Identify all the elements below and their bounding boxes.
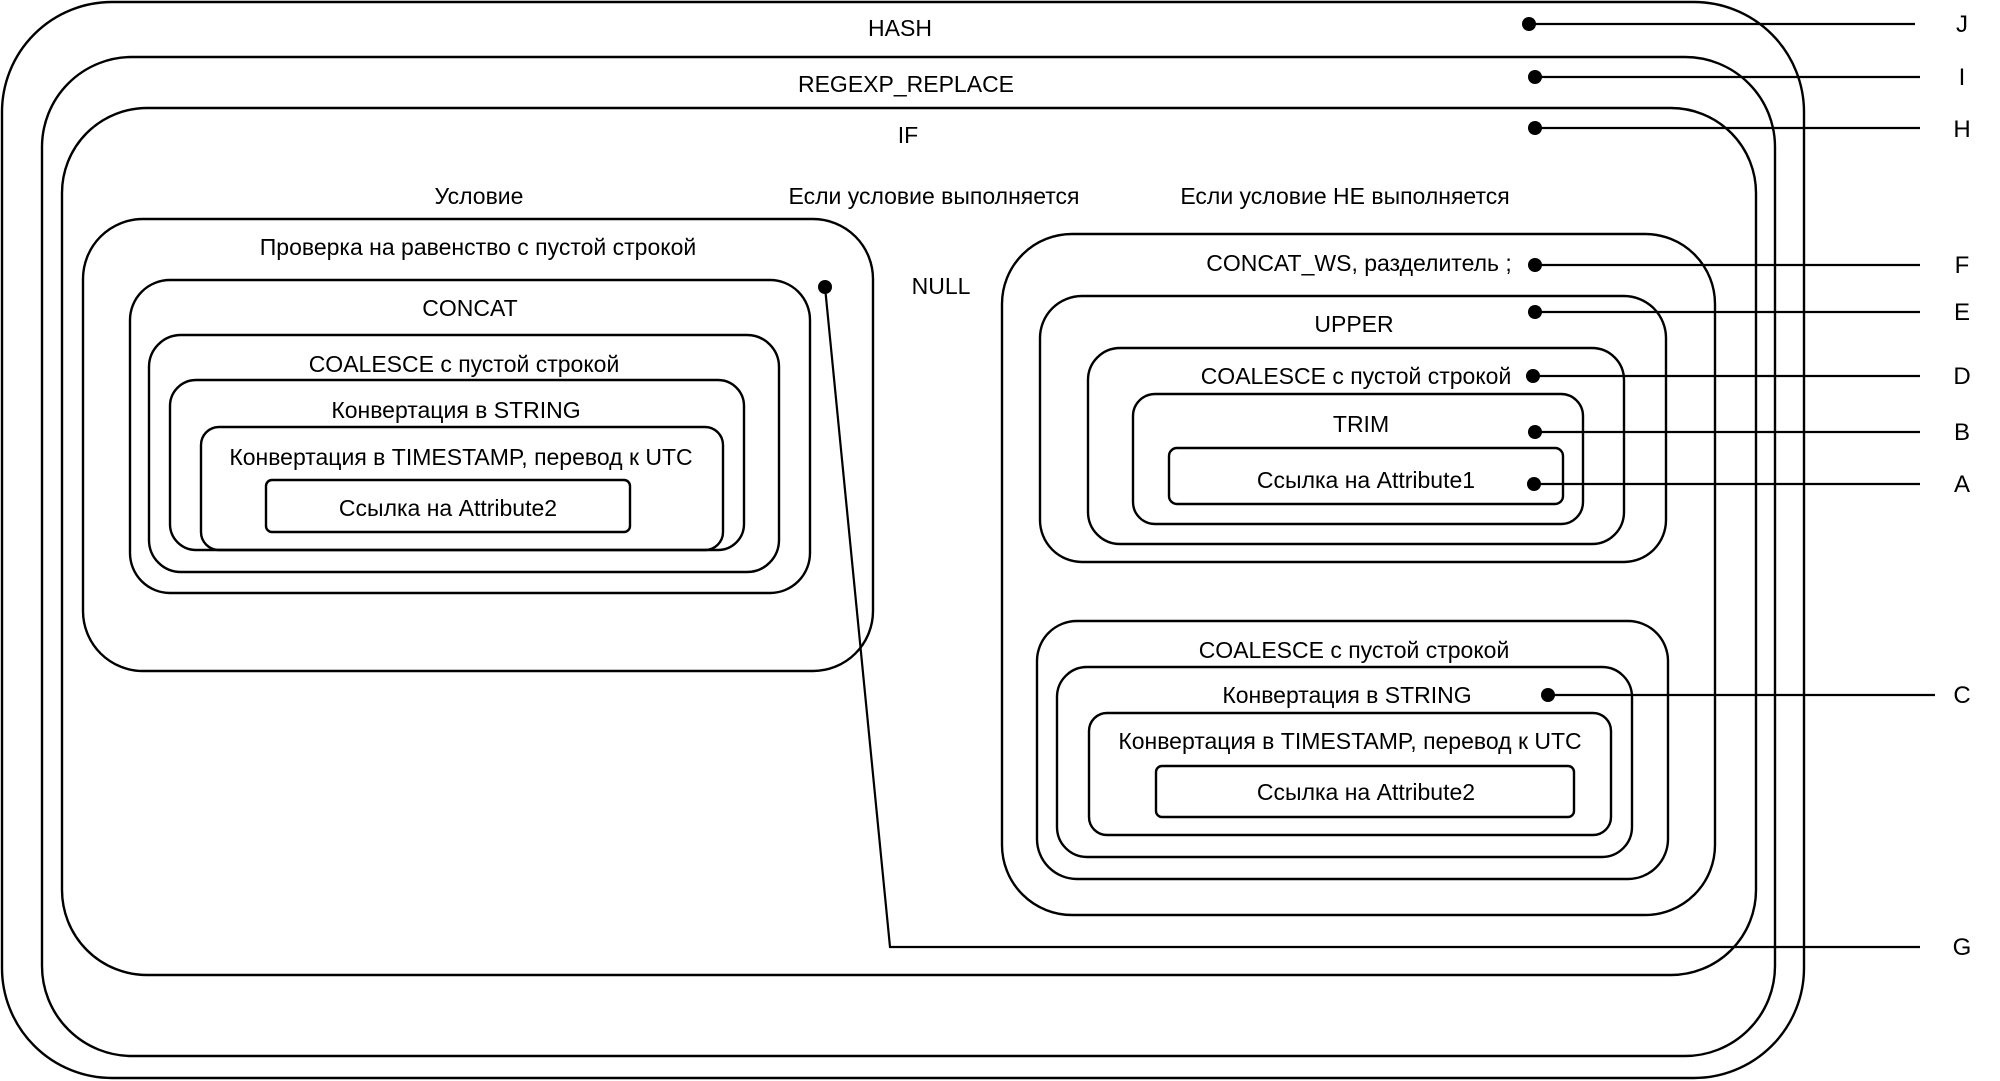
dot-I <box>1528 70 1542 84</box>
concat-ws-box <box>1000 232 1717 917</box>
label-concat: CONCAT <box>422 295 517 321</box>
coalesce-lower-box <box>1035 619 1670 881</box>
coalesce-upper-box <box>1086 346 1626 546</box>
callout-D: D <box>1953 363 1970 390</box>
label-condition-header: Условие <box>435 183 524 209</box>
label-hash: HASH <box>868 15 932 41</box>
callout-H: H <box>1953 116 1970 143</box>
attr2-left-box <box>264 478 632 534</box>
callout-C: C <box>1953 682 1970 709</box>
label-if: IF <box>898 122 918 148</box>
dot-B <box>1528 425 1542 439</box>
label-coalesce-lower: COALESCE с пустой строкой <box>1199 637 1510 663</box>
label-attr2-left: Ссылка на Attribute2 <box>339 495 557 521</box>
to-timestamp-left-box <box>199 425 725 552</box>
label-to-string-lower: Конвертация в STRING <box>1222 682 1471 708</box>
upper-box <box>1038 294 1668 564</box>
attr1-box <box>1167 446 1565 506</box>
label-regexp-replace: REGEXP_REPLACE <box>798 71 1014 97</box>
label-equality-check: Проверка на равенство с пустой строкой <box>260 234 696 260</box>
label-to-string-left: Конвертация в STRING <box>331 397 580 423</box>
coalesce-left-box <box>147 333 781 574</box>
label-attr1: Ссылка на Attribute1 <box>1257 467 1475 493</box>
callout-E: E <box>1954 299 1970 326</box>
callout-J: J <box>1956 11 1968 38</box>
equality-check-box <box>81 217 875 673</box>
dot-C <box>1541 688 1555 702</box>
attr2-lower-box <box>1154 764 1576 819</box>
label-then-header: Если условие выполняется <box>788 183 1079 209</box>
label-coalesce-left: COALESCE с пустой строкой <box>309 351 620 377</box>
label-coalesce-upper: COALESCE с пустой строкой <box>1201 363 1512 389</box>
label-to-timestamp-lower: Конвертация в TIMESTAMP, перевод к UTC <box>1118 728 1581 754</box>
dot-H <box>1528 121 1542 135</box>
to-timestamp-lower-box <box>1087 711 1613 837</box>
label-concat-ws: CONCAT_WS, разделитель ; <box>1206 250 1512 276</box>
callout-B: B <box>1954 419 1970 446</box>
label-attr2-lower: Ссылка на Attribute2 <box>1257 779 1475 805</box>
callout-A: A <box>1954 471 1970 498</box>
label-trim: TRIM <box>1333 411 1389 437</box>
to-string-lower-box <box>1055 665 1634 859</box>
dot-J <box>1522 17 1536 31</box>
dot-E <box>1528 305 1542 319</box>
concat-box <box>128 278 812 595</box>
dot-G <box>818 280 832 294</box>
if-box <box>60 106 1758 977</box>
leader-G <box>823 286 1920 949</box>
trim-box <box>1131 392 1585 526</box>
callout-G: G <box>1953 934 1972 961</box>
regexp-replace-box <box>40 55 1777 1058</box>
callout-F: F <box>1955 252 1970 279</box>
dot-A <box>1527 477 1541 491</box>
dot-F <box>1528 258 1542 272</box>
label-to-timestamp-left: Конвертация в TIMESTAMP, перевод к UTC <box>229 444 692 470</box>
label-null: NULL <box>912 273 971 299</box>
callout-I: I <box>1959 64 1966 91</box>
label-upper: UPPER <box>1314 311 1393 337</box>
dot-D <box>1526 369 1540 383</box>
label-else-header: Если условие НЕ выполняется <box>1180 183 1509 209</box>
hash-box <box>0 0 1806 1080</box>
